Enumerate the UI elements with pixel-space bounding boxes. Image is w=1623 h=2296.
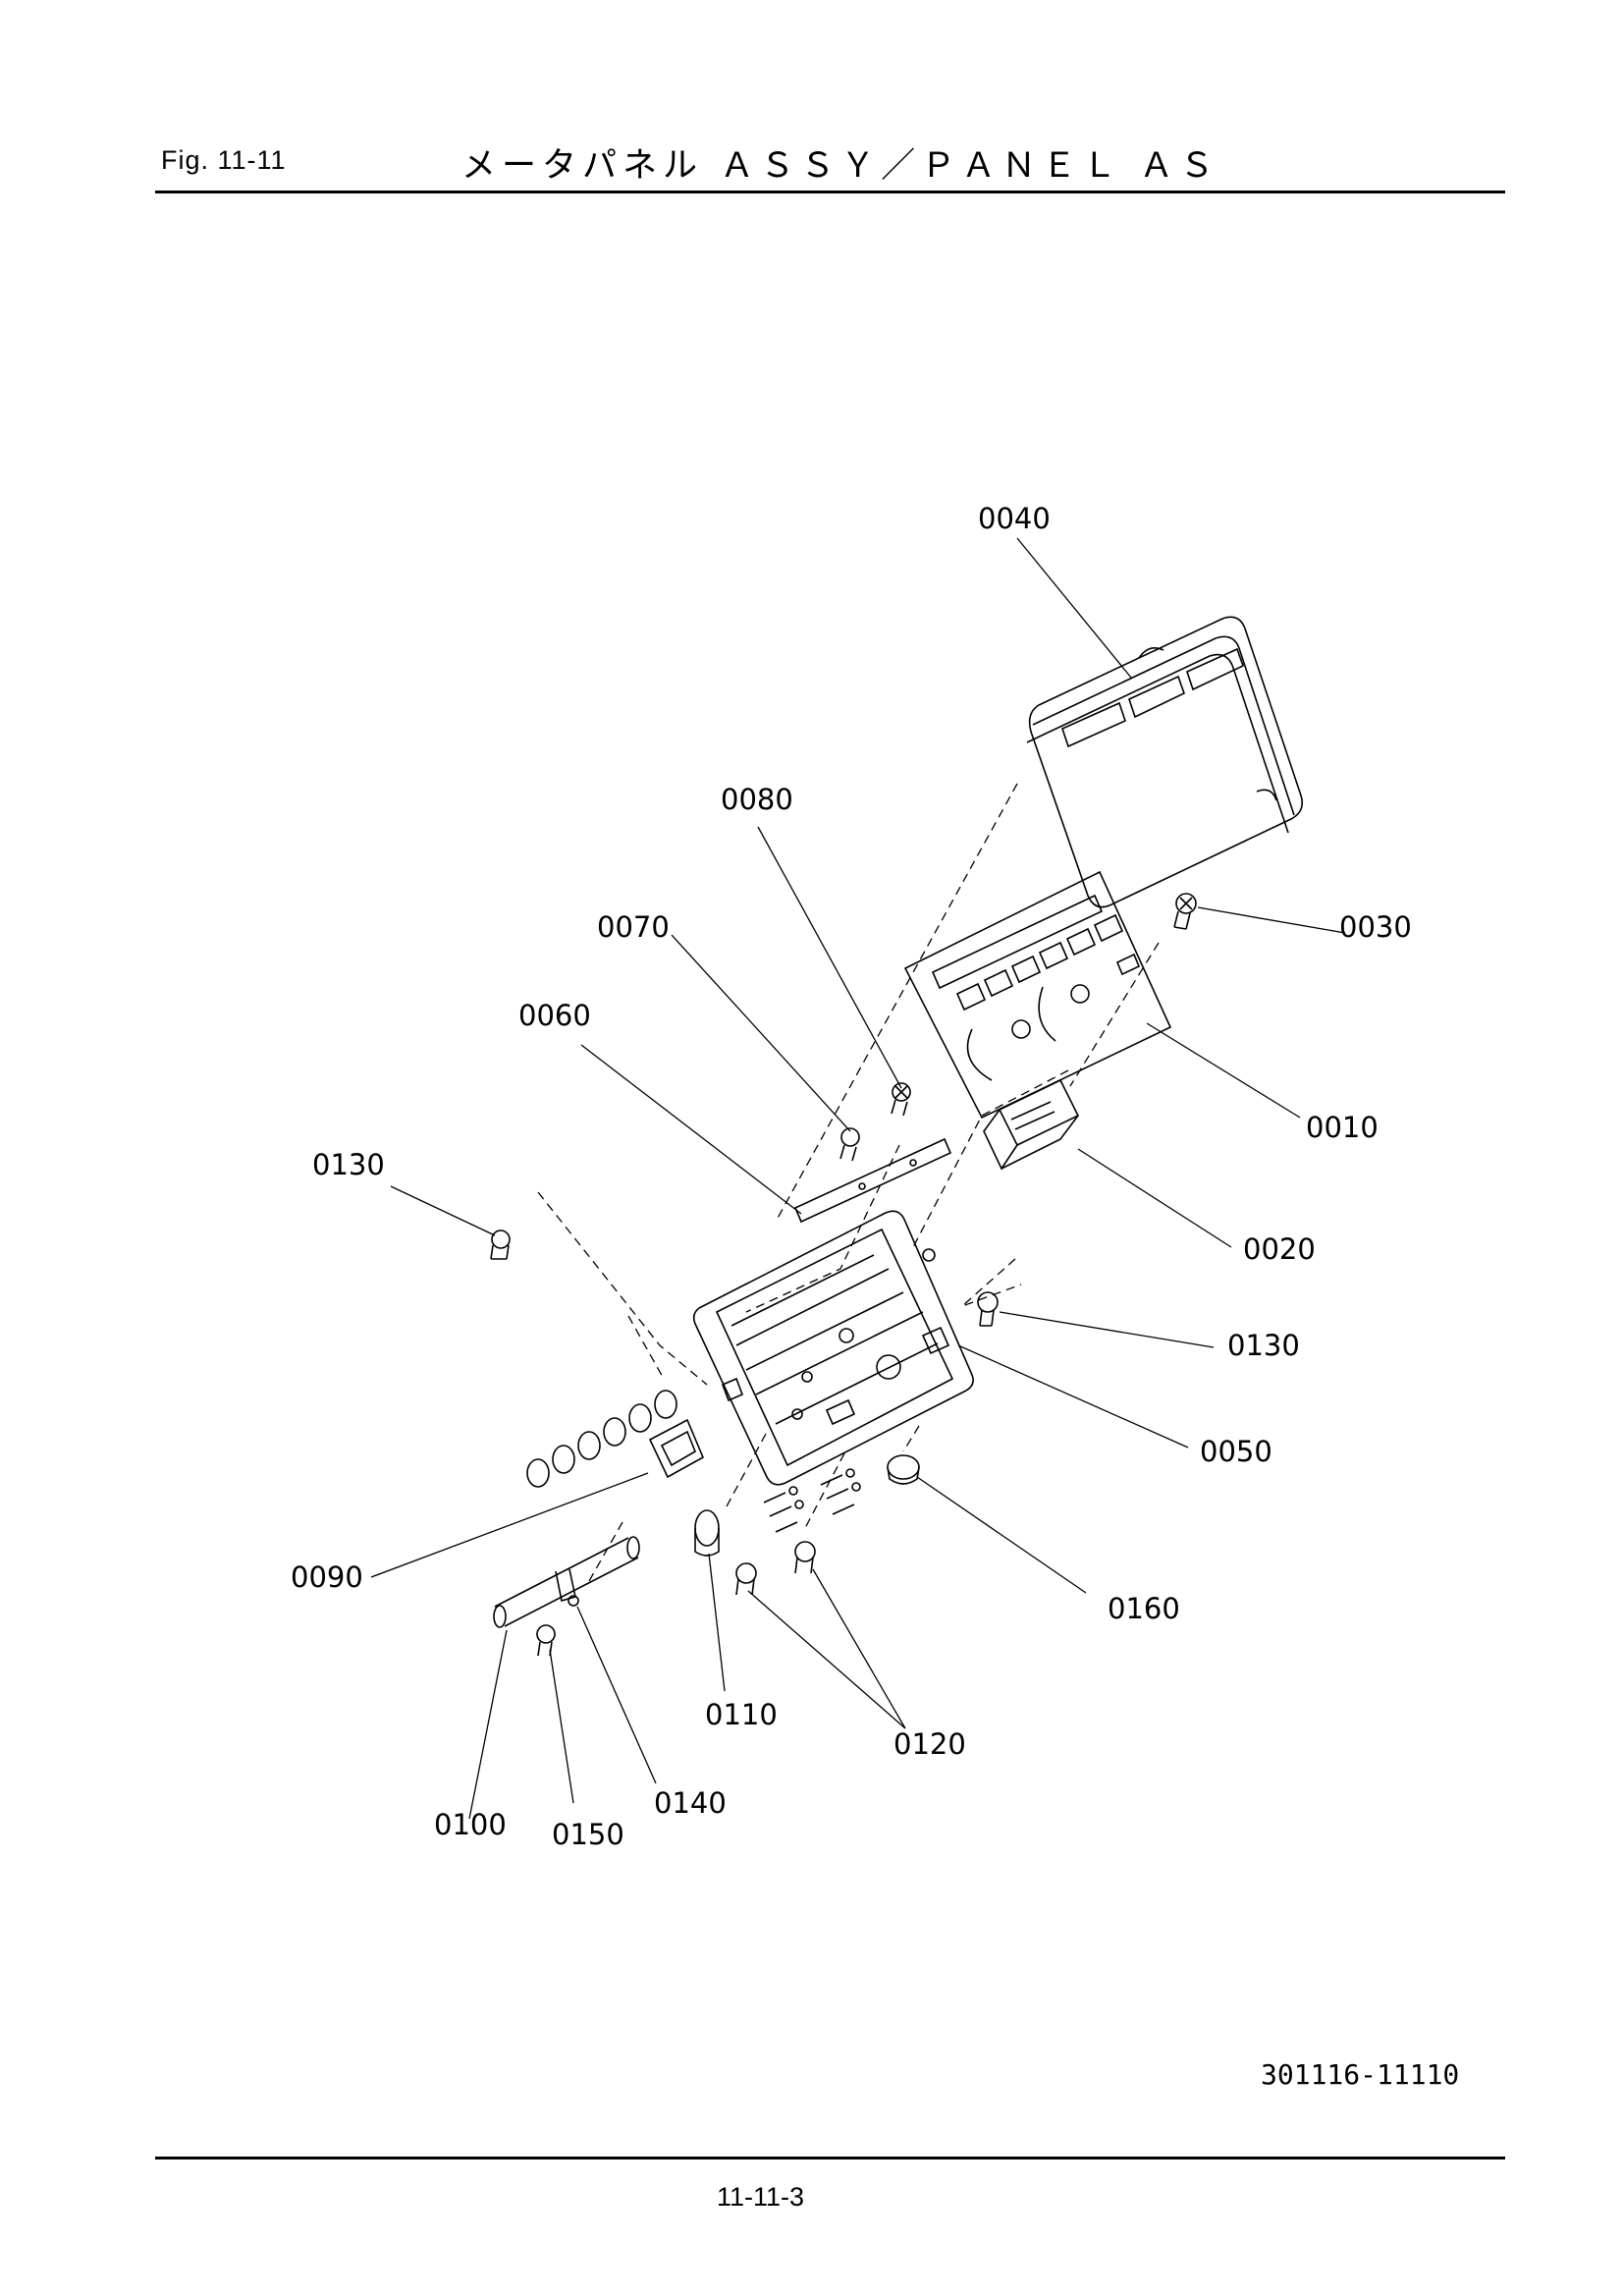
part-0020-meter-module [983,1078,1080,1171]
callout-0160: 0160 [1108,1592,1180,1625]
part-0100-harness-tube [493,1536,640,1628]
part-0090-lamp-cluster [526,1390,705,1488]
part-0040-cover [1026,616,1304,908]
callout-0130-right: 0130 [1227,1329,1300,1362]
callout-0070: 0070 [597,910,670,944]
part-0030-screw [1173,893,1197,930]
part-0010-meter-face [903,870,1172,1120]
leader-lines [370,537,1346,1820]
callout-0130-left: 0130 [312,1148,385,1181]
callout-0020: 0020 [1243,1232,1316,1266]
callout-0090: 0090 [291,1560,363,1594]
footer-rule [155,2157,1505,2159]
part-0130-screw-left [490,1230,511,1260]
callout-0120: 0120 [893,1727,966,1761]
part-0080-screw [891,1082,911,1117]
figure-title: メータパネル ＡＳＳＹ／ＰＡＮＥＬ ＡＳ [461,146,1220,186]
part-0160-plug [887,1454,920,1485]
drawing-number: 301116-11110 [1261,2058,1460,2091]
part-0060-bracket [793,1137,952,1224]
callout-0030: 0030 [1339,910,1412,944]
part-0150-screw [536,1624,556,1657]
part-0070-screw [839,1127,860,1162]
assembly-lines [537,783,1160,1582]
page-number: 11-11-3 [717,2182,805,2212]
callout-0150: 0150 [552,1818,624,1851]
callout-0100: 0100 [434,1808,507,1841]
callout-0110: 0110 [705,1698,778,1731]
callout-0040: 0040 [978,502,1051,535]
header-rule [155,191,1505,193]
part-0120-terminals [735,1468,861,1596]
part-0050-case [692,1210,974,1486]
part-0140-clamp [555,1568,579,1607]
figure-number: Fig. 11-11 [161,145,287,175]
callout-0050: 0050 [1200,1435,1272,1468]
part-0110-lamp [694,1509,720,1557]
callout-0080: 0080 [721,783,793,816]
part-0130-screw-right [977,1291,999,1327]
callout-0140: 0140 [654,1786,727,1820]
callout-0060: 0060 [518,999,591,1032]
callout-0010: 0010 [1306,1111,1379,1144]
